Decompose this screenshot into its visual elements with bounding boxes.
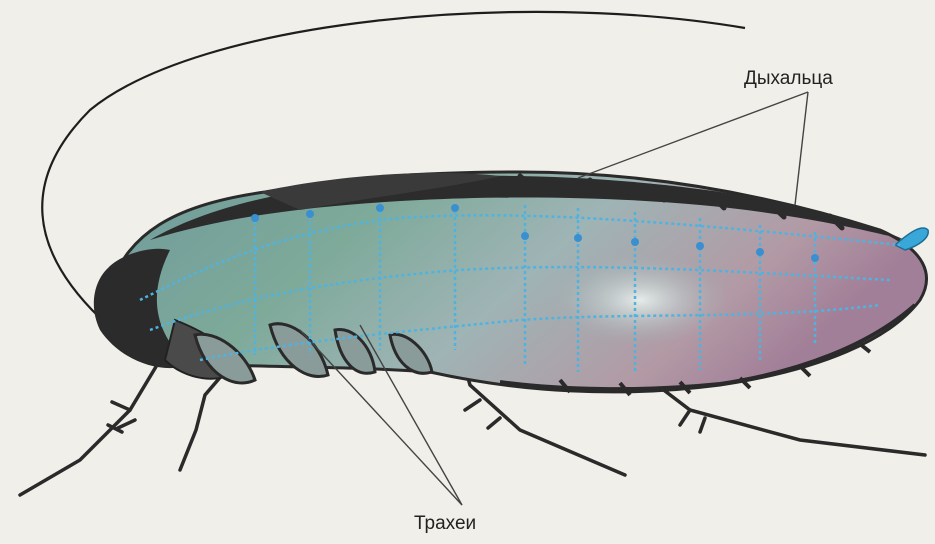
spiracles-label: Дыхальца <box>744 68 833 90</box>
tracheae-label: Трахеи <box>414 513 476 535</box>
